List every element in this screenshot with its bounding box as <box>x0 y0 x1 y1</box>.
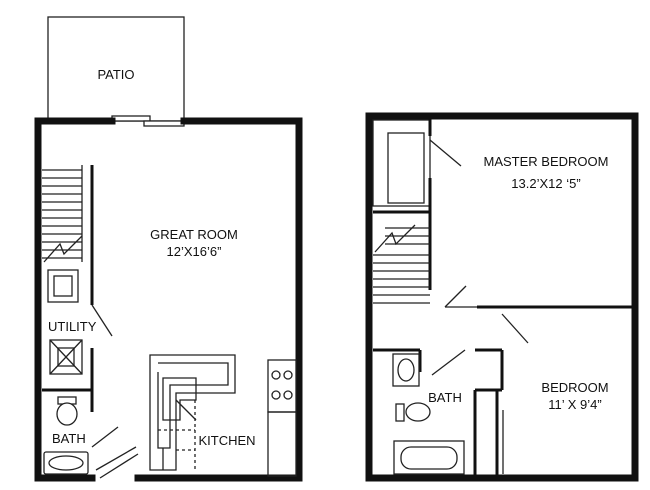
upper-toilet-fixture <box>395 402 431 422</box>
great-room-size: 12’X16’6” <box>167 244 222 259</box>
kitchen-counter <box>149 354 236 471</box>
toilet-fixture <box>56 396 78 426</box>
lower-bath-label: BATH <box>52 431 86 446</box>
master-bedroom-size: 13.2’X12 ‘5” <box>511 176 580 191</box>
upper-exterior-wall <box>365 112 639 482</box>
sink-fixture <box>43 451 89 475</box>
master-closet-door <box>429 139 462 167</box>
lower-stair <box>42 165 83 263</box>
great-room-label: GREAT ROOM <box>150 227 238 242</box>
upper-bath-door-swing <box>431 349 466 376</box>
kitchen-cabinet-lines <box>158 400 196 470</box>
bedroom-size: 11’ X 9’4” <box>548 397 601 412</box>
patio-label: PATIO <box>97 67 134 82</box>
lower-level-plan: PATIO GREAT ROOM 12’X16’6” UTILITY BATH … <box>34 16 303 482</box>
master-closet <box>372 119 431 207</box>
lower-exterior-wall <box>34 117 303 482</box>
upper-level-plan: MASTER BEDROOM 13.2’X12 ‘5” BATH BEDROOM… <box>365 112 639 482</box>
patio-sliding-door <box>111 115 185 127</box>
kitchen-label: KITCHEN <box>198 433 255 448</box>
upper-bath-label: BATH <box>428 390 462 405</box>
master-closet-shelf <box>387 132 425 204</box>
master-door-swing <box>444 285 467 308</box>
bath-door-swing <box>91 426 119 448</box>
upper-sink-fixture <box>392 353 420 387</box>
bedroom-door-swing <box>501 313 529 344</box>
washer-lid <box>53 275 73 297</box>
utility-label: UTILITY <box>48 319 97 334</box>
bedroom-label: BEDROOM <box>541 380 608 395</box>
upper-stair <box>373 224 430 304</box>
bath-door-frame <box>99 453 139 479</box>
master-bedroom-label: MASTER BEDROOM <box>484 154 609 169</box>
bathtub-fixture <box>393 440 465 475</box>
bath-door-jamb <box>95 446 137 471</box>
washer-fixture <box>47 269 79 303</box>
range-fixture <box>267 359 297 477</box>
water-heater-fixture <box>49 339 83 375</box>
utility-door-swing <box>91 304 113 337</box>
